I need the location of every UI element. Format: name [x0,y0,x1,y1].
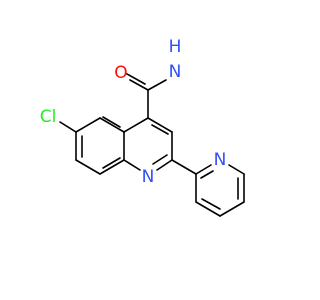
bond-camide-nitrogen [147,79,167,91]
chlorine-label: Cl [40,107,57,127]
bond-c4a-c5-2 [102,116,121,128]
quinoline-nitrogen-label: N [142,167,155,187]
bond-c4-c3-inner [151,124,169,135]
structure-canvas: O N H Cl N N [39,37,245,217]
bond-c4a-c4 [123,117,149,133]
bond-c5-c6 [75,117,101,133]
bond-c4-c3 [147,117,173,133]
bond-c2-n1-2 [152,154,168,165]
bond-c6-chlorine [59,121,77,133]
pyridine-nitrogen-label: N [214,150,227,170]
bond-c2-c2prime [171,159,197,175]
bond-c8-c8a-2 [102,157,121,169]
bond-nprime-c6prime [228,164,245,175]
oxygen-label: O [114,63,127,83]
bond-c2-n1-1 [156,159,173,171]
amide-hydrogen-label: H [169,37,182,57]
bond-c7-c8 [75,159,101,175]
bond-c2prime-nprime-1 [195,164,212,175]
bond-c5prime-c4prime [219,201,245,217]
bond-c4prime-c3prime-2 [201,198,221,210]
bond-c8-c8a-1 [99,159,125,175]
bond-c4a-c5-1 [99,117,125,133]
amide-nitrogen-label: N [169,62,182,82]
bond-camide-oxygen-1 [129,79,149,91]
bond-camide-oxygen-2 [126,73,146,85]
molecule-diagram: O N H Cl N N [40,37,245,217]
bond-n1-c8a [123,159,141,171]
bond-c2prime-nprime-2 [200,170,214,179]
bond-c4prime-c3prime-1 [195,201,221,217]
